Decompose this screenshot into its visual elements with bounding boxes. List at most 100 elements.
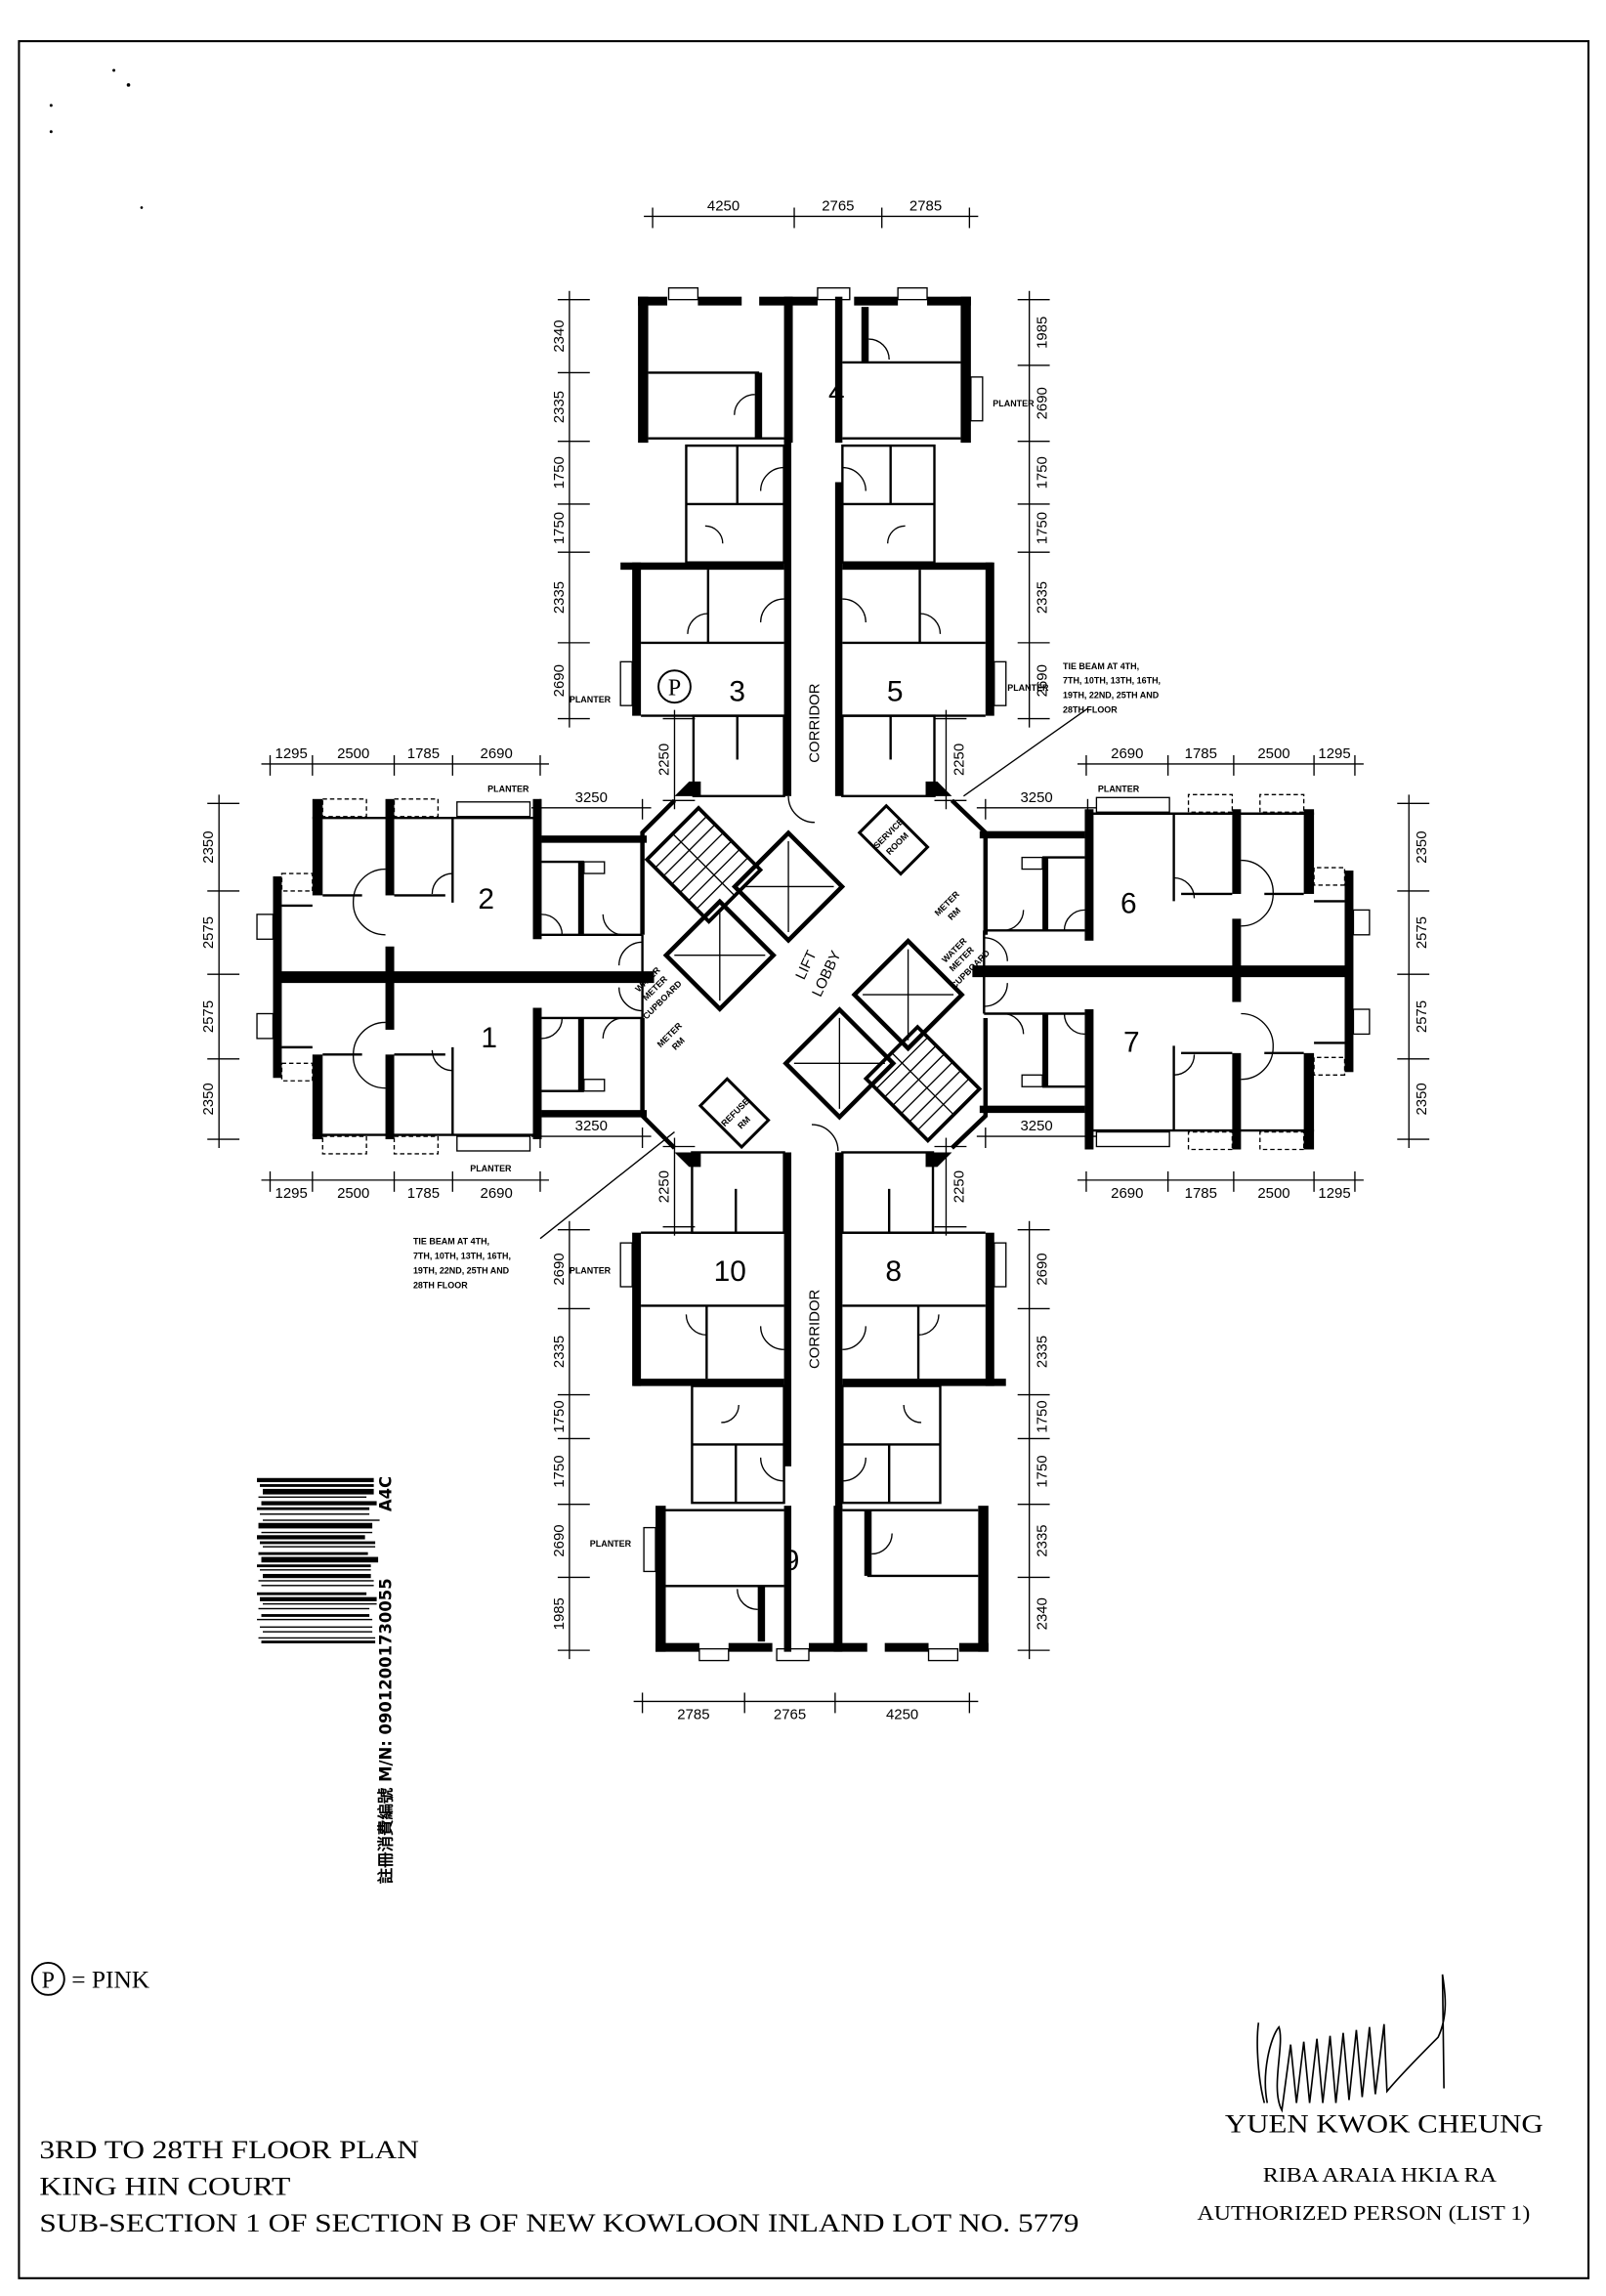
dimension-label: 2690: [1035, 387, 1051, 419]
dimension-label: 2350: [200, 1083, 217, 1115]
dimension-label: 2690: [1035, 664, 1051, 697]
dimension-label: 1785: [1185, 745, 1217, 762]
dimension-label: 2500: [1257, 1185, 1289, 1202]
planter-label: PLANTER: [1007, 683, 1049, 693]
barcode-bar: [261, 1556, 379, 1563]
planter-label: PLANTER: [570, 695, 612, 704]
dimension-label: 2335: [1035, 581, 1051, 614]
barcode-bar: [263, 1631, 373, 1633]
barcode-bar: [263, 1519, 380, 1521]
dimension-label: 2690: [551, 664, 568, 697]
dimension-label: 1750: [551, 512, 568, 544]
barcode-bar: [258, 1637, 376, 1639]
dimension-label: 1750: [551, 1400, 568, 1432]
pink-marker-letter: P: [668, 676, 681, 702]
planter-label: PLANTER: [590, 1539, 632, 1549]
tie-beam-line: 7TH, 10TH, 13TH, 16TH,: [413, 1252, 511, 1261]
signatory-role: AUTHORIZED PERSON (LIST 1): [1198, 2201, 1531, 2225]
dimension-label: 2690: [1111, 1185, 1143, 1202]
dimension-label: 2575: [200, 916, 217, 949]
dimension-label: 2785: [909, 198, 942, 215]
dimension-right-wing-bottom: 2690 1785 2500 1295: [1077, 1170, 1364, 1202]
service-room-box: [857, 803, 930, 876]
dimension-label: 2335: [551, 391, 568, 423]
dimension-label: 1750: [551, 1455, 568, 1487]
barcode-bar: [261, 1501, 377, 1506]
dimension-label: 3250: [1021, 1118, 1053, 1134]
dimension-label: 2250: [951, 744, 967, 776]
dimension-label: 2500: [337, 1185, 369, 1202]
lift-lobby-core: [640, 795, 989, 1152]
stair-bottom-right: [863, 1024, 983, 1144]
dimension-bottom-corridor-left: 2250: [656, 1137, 696, 1236]
tie-beam-line: 19TH, 22ND, 25TH AND: [413, 1266, 510, 1276]
barcode-bar: [258, 1580, 374, 1582]
tie-beam-line: 28TH FLOOR: [413, 1280, 468, 1290]
barcode-bar: [257, 1477, 374, 1483]
unit-number-8: 8: [885, 1255, 902, 1288]
barcode-bar: [263, 1488, 374, 1495]
dimension-label: 1295: [275, 1185, 308, 1202]
dimension-label: 2500: [337, 745, 369, 762]
dimension-label: 4250: [707, 198, 740, 215]
unit-number-7: 7: [1123, 1026, 1140, 1058]
tie-beam-line: TIE BEAM AT 4TH,: [1063, 661, 1139, 671]
legend-pink-text: = PINK: [71, 1966, 150, 1993]
pink-marker-circle: [657, 669, 692, 704]
barcode-bar: [261, 1585, 374, 1587]
room-labels: CORRIDOR CORRIDOR LIFT LOBBY SERVICE ROO…: [633, 683, 992, 1369]
dimension-label: 3250: [1021, 789, 1053, 806]
lift-shaft-2: [662, 898, 777, 1012]
dimension-label: 1985: [551, 1597, 568, 1630]
barcode-bar: [260, 1569, 371, 1571]
dimension-bottom-corridor-right: 2250: [934, 1137, 967, 1236]
unit-number-3: 3: [729, 676, 745, 708]
barcode-bar: [260, 1596, 377, 1601]
sheet-border: [18, 40, 1590, 2279]
barcode-bar: [260, 1541, 376, 1545]
dimension-label: 2500: [1257, 745, 1289, 762]
planter-label: PLANTER: [487, 784, 529, 793]
dimension-label: 1295: [275, 745, 308, 762]
dimension-label: 2785: [677, 1706, 709, 1722]
dimension-label: 3250: [575, 1118, 608, 1134]
dimension-right-wing-3250-bottom: 3250: [976, 1118, 1097, 1148]
dimension-label: 2575: [1414, 1000, 1430, 1033]
left-wing-units-1-2: [255, 797, 655, 1156]
tie-beam-note-bottom-left: TIE BEAM AT 4TH, 7TH, 10TH, 13TH, 16TH, …: [413, 1131, 675, 1290]
tie-beam-line: 7TH, 10TH, 13TH, 16TH,: [1063, 676, 1161, 686]
tie-beam-line: 19TH, 22ND, 25TH AND: [1063, 691, 1160, 701]
dimension-label: 1750: [1035, 456, 1051, 489]
barcode-bar: [263, 1602, 377, 1605]
unit-number-2: 2: [478, 883, 494, 915]
barcode-bar: [257, 1507, 370, 1510]
dimension-label: 1785: [1185, 1185, 1217, 1202]
barcode-bar: [261, 1614, 370, 1617]
right-wing-units-6-7: [971, 793, 1372, 1151]
dimension-label: 2335: [551, 581, 568, 614]
dimension-left-wing-3250-bottom: 3250: [531, 1118, 652, 1148]
barcode-bar: [260, 1626, 373, 1629]
lift-shaft-1: [731, 829, 846, 944]
lot-description: SUB-SECTION 1 OF SECTION B OF NEW KOWLOO…: [39, 2208, 1078, 2237]
corridor-label-top: CORRIDOR: [806, 683, 823, 763]
legend-pink-symbol-circle: [30, 1961, 65, 1996]
signatory-qualifications: RIBA ARAIA HKIA RA: [1263, 2163, 1497, 2187]
dimension-label: 1295: [1318, 1185, 1350, 1202]
dimension-label: 2575: [1414, 916, 1430, 949]
tie-beam-note-top-right: TIE BEAM AT 4TH, 7TH, 10TH, 13TH, 16TH, …: [963, 661, 1161, 797]
scan-specks: [49, 68, 144, 209]
tie-beam-line: TIE BEAM AT 4TH,: [413, 1237, 489, 1247]
refuse-room-label-2: RM: [736, 1115, 752, 1131]
signature: [1256, 1974, 1447, 2113]
dimension-label: 1985: [1035, 317, 1051, 349]
barcode-label: 註冊消費編號 M/N: 09012001730055: [377, 1578, 396, 1884]
barcode-bar: [258, 1496, 367, 1499]
signatory-name: YUEN KWOK CHEUNG: [1225, 2108, 1543, 2138]
